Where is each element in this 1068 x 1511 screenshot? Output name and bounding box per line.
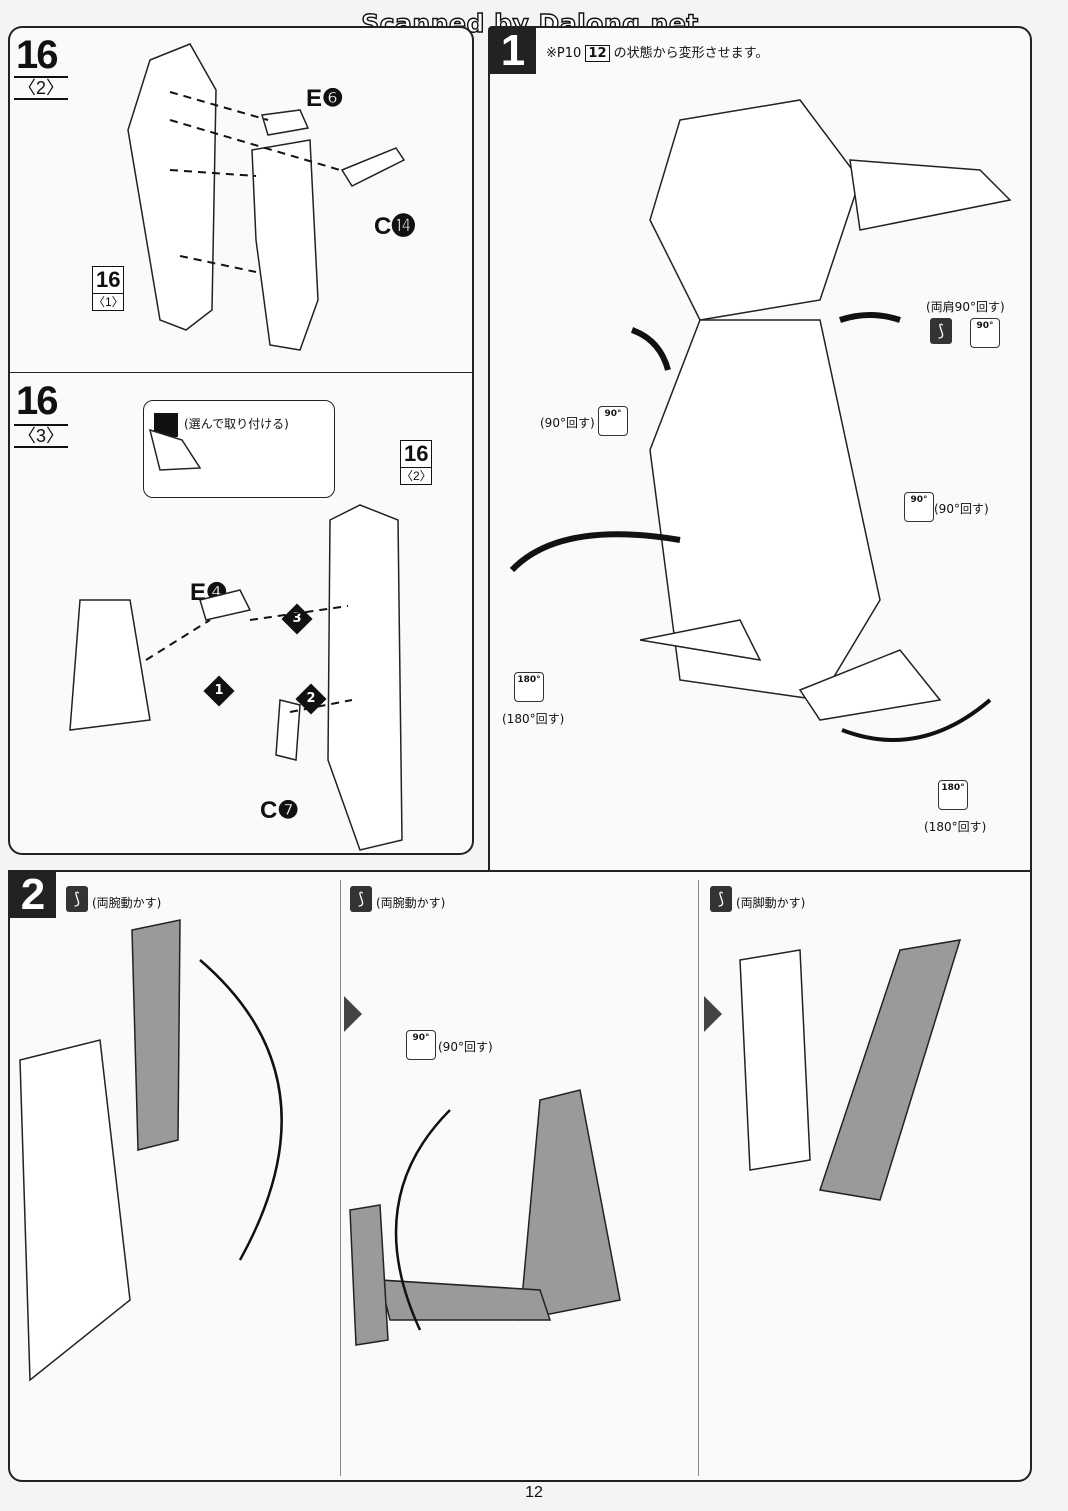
part-label-c14: C⓮	[374, 213, 416, 240]
ref-sub-label: 〈1〉	[93, 295, 124, 309]
rotate-90-icon: 90°	[904, 492, 934, 522]
rotate-180-caption-left: (180°回す)	[502, 712, 565, 726]
column-divider	[698, 880, 699, 1476]
assembly-guide-line	[169, 169, 257, 177]
next-arrow-icon	[704, 996, 722, 1032]
step-1-note-ref: 12	[585, 45, 610, 62]
step-1-note-prefix: ※P10	[546, 46, 582, 61]
rotate-badge-label: 90°	[604, 409, 622, 419]
rotate-badge-label: 90°	[976, 321, 994, 331]
rotate-badge-label: 90°	[412, 1033, 430, 1043]
robot-foot-left	[639, 619, 762, 661]
ref-step-16-2: 16 〈2〉	[400, 440, 432, 485]
rotate-90-icon: 90°	[970, 318, 1000, 348]
leg-armor-outer	[127, 43, 217, 331]
robot-weapon	[849, 159, 1012, 231]
assembly-guide-line	[145, 619, 211, 661]
leg-foot-shape	[69, 599, 151, 731]
arc-arrow	[394, 1109, 451, 1331]
step-1-number: 1	[490, 28, 536, 74]
ref-step-number: 16	[401, 441, 431, 468]
step-2-number: 2	[10, 872, 56, 918]
choose-part-caption: (選んで取り付ける)	[184, 417, 289, 431]
panel-step-16-2	[8, 26, 474, 375]
part-e6-shape	[261, 109, 310, 136]
shoulder-rotate-caption: (両肩90°回す)	[926, 300, 1005, 314]
rotate-90-icon: 90°	[598, 406, 628, 436]
shield-plate	[327, 504, 403, 851]
part-label-c7: C❼	[260, 797, 299, 824]
next-arrow-icon	[344, 996, 362, 1032]
arc-arrow	[199, 959, 283, 1261]
rotate-90-caption-left: (90°回す)	[540, 416, 595, 430]
step-16-2-number: 16	[16, 33, 58, 77]
step-1-note-suffix: の状態から変形させます。	[613, 46, 769, 61]
rotate-badge-label: 180°	[517, 675, 541, 685]
step-16-3-sub-label: 〈3〉	[14, 424, 69, 448]
ref-sub-label: 〈2〉	[401, 469, 432, 483]
move-icon: ⟆	[710, 886, 732, 912]
page-number: 12	[525, 1484, 543, 1501]
part-c14-shape	[340, 147, 406, 187]
ref-step-16-1: 16 〈1〉	[92, 266, 124, 311]
rotate-180-caption-right: (180°回す)	[924, 820, 987, 834]
move-icon: ⟆	[350, 886, 372, 912]
step-2-col1-caption: (両腕動かす)	[92, 896, 162, 910]
robot-torso	[649, 99, 861, 321]
rotate-badge-label: 90°	[910, 495, 928, 505]
assembly-guide-line	[249, 605, 349, 621]
arm-shield	[349, 1204, 389, 1346]
step-2-col2-caption: (両腕動かす)	[376, 896, 446, 910]
part-c7-shape	[275, 699, 301, 761]
rotate-badge-label: 180°	[941, 783, 965, 793]
assembly-guide-line	[289, 699, 353, 713]
callout-part-shape	[148, 428, 202, 471]
folded-wing	[519, 1089, 621, 1321]
step-16-3-number: 16	[16, 379, 58, 423]
assembly-guide-line	[169, 119, 341, 171]
part-e4-shape	[199, 589, 252, 621]
rotate-90-caption-right: (90°回す)	[934, 502, 989, 516]
rotate-180-icon: 180°	[938, 780, 968, 810]
arc-arrow-rotate-180	[841, 698, 992, 742]
step-1-note: ※P10 12 の状態から変形させます。	[546, 42, 769, 62]
robot-side-body	[739, 949, 811, 1171]
rotate-90-icon: 90°	[406, 1030, 436, 1060]
leg-armor-inner	[251, 139, 319, 351]
step-16-2-sub-label: 〈2〉	[14, 76, 69, 100]
arc-arrow-rotate-90	[630, 327, 671, 371]
ref-step-number: 16	[93, 267, 123, 294]
rotate-180-icon: 180°	[514, 672, 544, 702]
step-2-col3-caption: (両脚動かす)	[736, 896, 806, 910]
move-icon: ⟆	[930, 318, 952, 344]
raised-leg	[819, 939, 962, 1201]
step-2-col2-rotate-caption: (90°回す)	[438, 1040, 493, 1054]
robot-foot-right	[798, 649, 942, 721]
arc-arrow-rotate-180	[509, 531, 681, 573]
raised-arm	[131, 919, 181, 1151]
arc-arrow-shoulder	[839, 312, 901, 323]
assembly-guide-line	[169, 91, 269, 121]
column-divider	[340, 880, 341, 1476]
part-label-e6: E❻	[306, 85, 344, 112]
move-icon: ⟆	[66, 886, 88, 912]
robot-side-body	[19, 1039, 131, 1382]
